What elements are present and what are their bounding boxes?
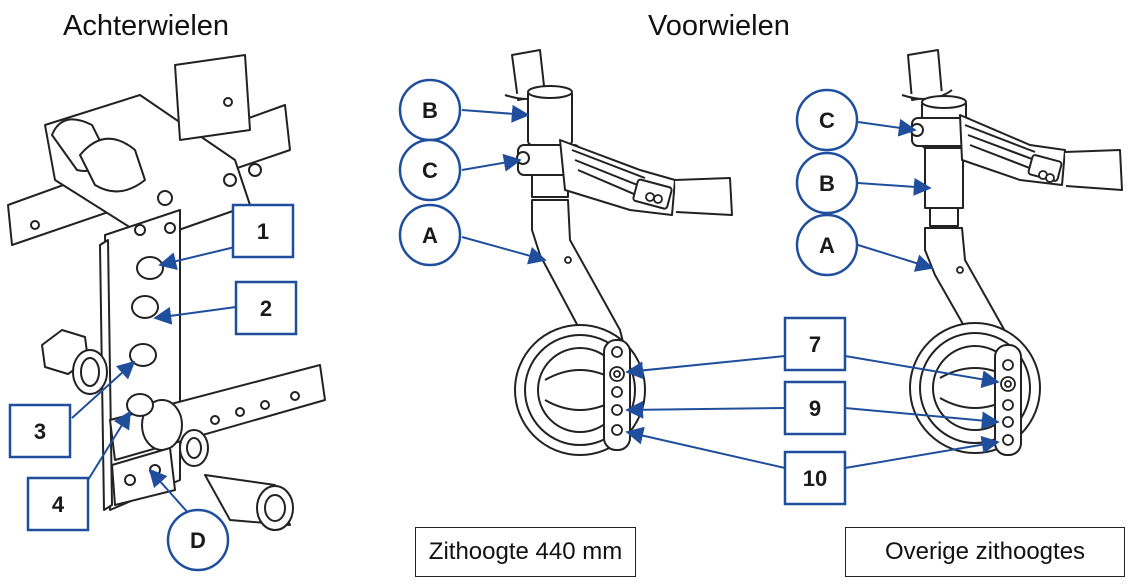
label-hole-3: 3	[8, 403, 72, 459]
label-right-a: A	[795, 213, 859, 277]
caption-seat-height-440: Zithoogte 440 mm	[415, 527, 636, 577]
front-caster-right-holes	[956, 170, 1055, 446]
svg-text:C: C	[819, 108, 835, 133]
label-position-9: 9	[783, 380, 847, 436]
svg-text:A: A	[819, 233, 835, 258]
svg-text:1: 1	[257, 219, 269, 244]
rear-bracket-holes	[30, 97, 300, 486]
svg-text:3: 3	[34, 419, 46, 444]
svg-text:B: B	[819, 171, 835, 196]
svg-text:9: 9	[809, 396, 821, 421]
svg-text:B: B	[422, 98, 438, 123]
front-caster-left-holes	[564, 192, 663, 436]
svg-text:D: D	[190, 528, 206, 553]
label-left-c: C	[398, 138, 462, 202]
front-wheels-title: Voorwielen	[648, 10, 790, 42]
caption-other-seat-heights: Overige zithoogtes	[845, 527, 1125, 577]
label-right-c: C	[795, 88, 859, 152]
svg-text:10: 10	[803, 466, 827, 491]
label-hole-2: 2	[234, 280, 298, 336]
label-position-7: 7	[783, 316, 847, 372]
label-axle-d: D	[166, 508, 230, 572]
label-right-b: B	[795, 151, 859, 215]
label-left-a: A	[398, 203, 462, 267]
label-hole-4: 4	[26, 476, 90, 532]
svg-text:C: C	[422, 158, 438, 183]
rear-wheels-title: Achterwielen	[63, 10, 230, 42]
front-caster-right-drawing	[901, 49, 1123, 456]
leader-lines	[71, 104, 1000, 516]
svg-text:4: 4	[52, 492, 65, 517]
svg-text:7: 7	[809, 332, 821, 357]
label-position-10: 10	[783, 450, 847, 506]
label-hole-1: 1	[231, 203, 295, 259]
label-left-b: B	[398, 78, 462, 142]
svg-text:2: 2	[260, 296, 272, 321]
svg-text:A: A	[422, 223, 438, 248]
